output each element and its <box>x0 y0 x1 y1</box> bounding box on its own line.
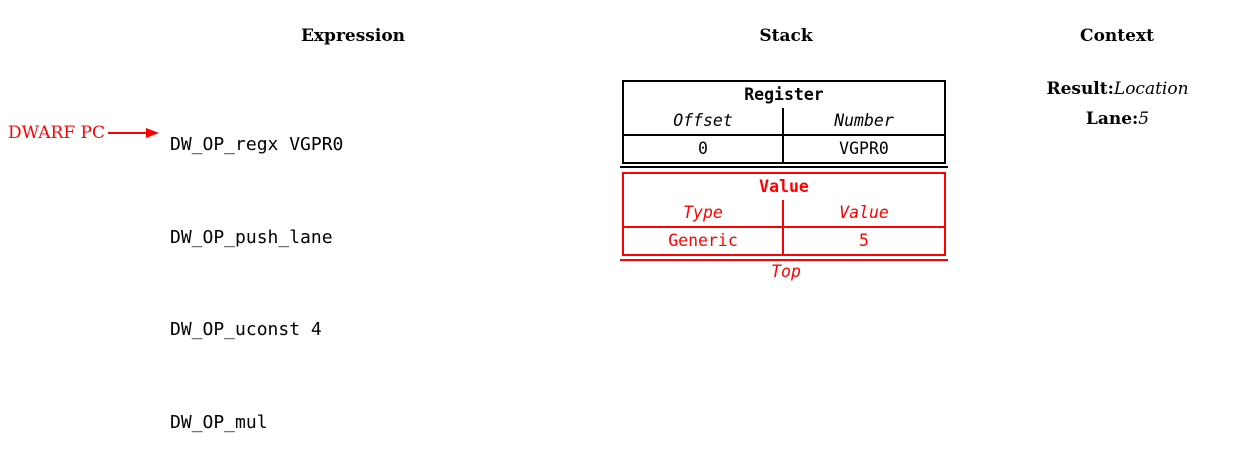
register-table-title: Register <box>744 85 824 104</box>
register-number-value: VGPR0 <box>839 139 889 158</box>
context-lane-label: Lane: <box>1085 109 1139 129</box>
value-type-value: Generic <box>624 228 784 254</box>
arrow-right-icon <box>145 128 159 138</box>
context-result-line: Result:Location <box>1020 74 1215 104</box>
value-type-column-header: Type <box>624 200 784 228</box>
opcode-line: DW_OP_push_lane <box>170 226 333 248</box>
context-block: Result:Location Lane:5 <box>1020 74 1215 134</box>
opcode-list: DW_OP_regx VGPR0 DW_OP_push_lane DW_OP_u… <box>170 68 343 468</box>
context-column-header: Context <box>1080 26 1154 46</box>
opcode-line: DW_OP_mul <box>170 411 268 433</box>
context-lane-line: Lane:5 <box>1020 104 1215 134</box>
context-lane-value: 5 <box>1138 109 1150 129</box>
register-table-double-rule <box>620 166 948 168</box>
context-result-label: Result: <box>1046 79 1114 99</box>
value-table-title: Value <box>759 177 809 196</box>
stack-column-header: Stack <box>759 26 813 46</box>
context-result-value: Location <box>1113 79 1189 99</box>
value-table-double-rule <box>620 259 948 261</box>
value-value-value: 5 <box>859 231 869 250</box>
dwarf-pc-pointer: DWARF PC <box>8 123 159 143</box>
stack-top-label: Top <box>771 262 801 281</box>
register-offset-value: 0 <box>624 136 784 162</box>
register-offset-column-header: Offset <box>624 108 784 136</box>
register-number-column-header: Number <box>784 108 944 136</box>
arrow-line <box>107 132 146 134</box>
opcode-line: DW_OP_regx VGPR0 <box>170 133 344 155</box>
stack-entry-value-table: Value Type Value Generic 5 <box>622 172 946 256</box>
stack-entry-register-table: Register Offset Number 0 VGPR0 <box>622 80 946 164</box>
value-value-column-header: Value <box>784 200 944 228</box>
dwarf-pc-label: DWARF PC <box>8 123 105 143</box>
opcode-line: DW_OP_uconst 4 <box>170 319 322 341</box>
expression-column-header: Expression <box>300 26 406 46</box>
